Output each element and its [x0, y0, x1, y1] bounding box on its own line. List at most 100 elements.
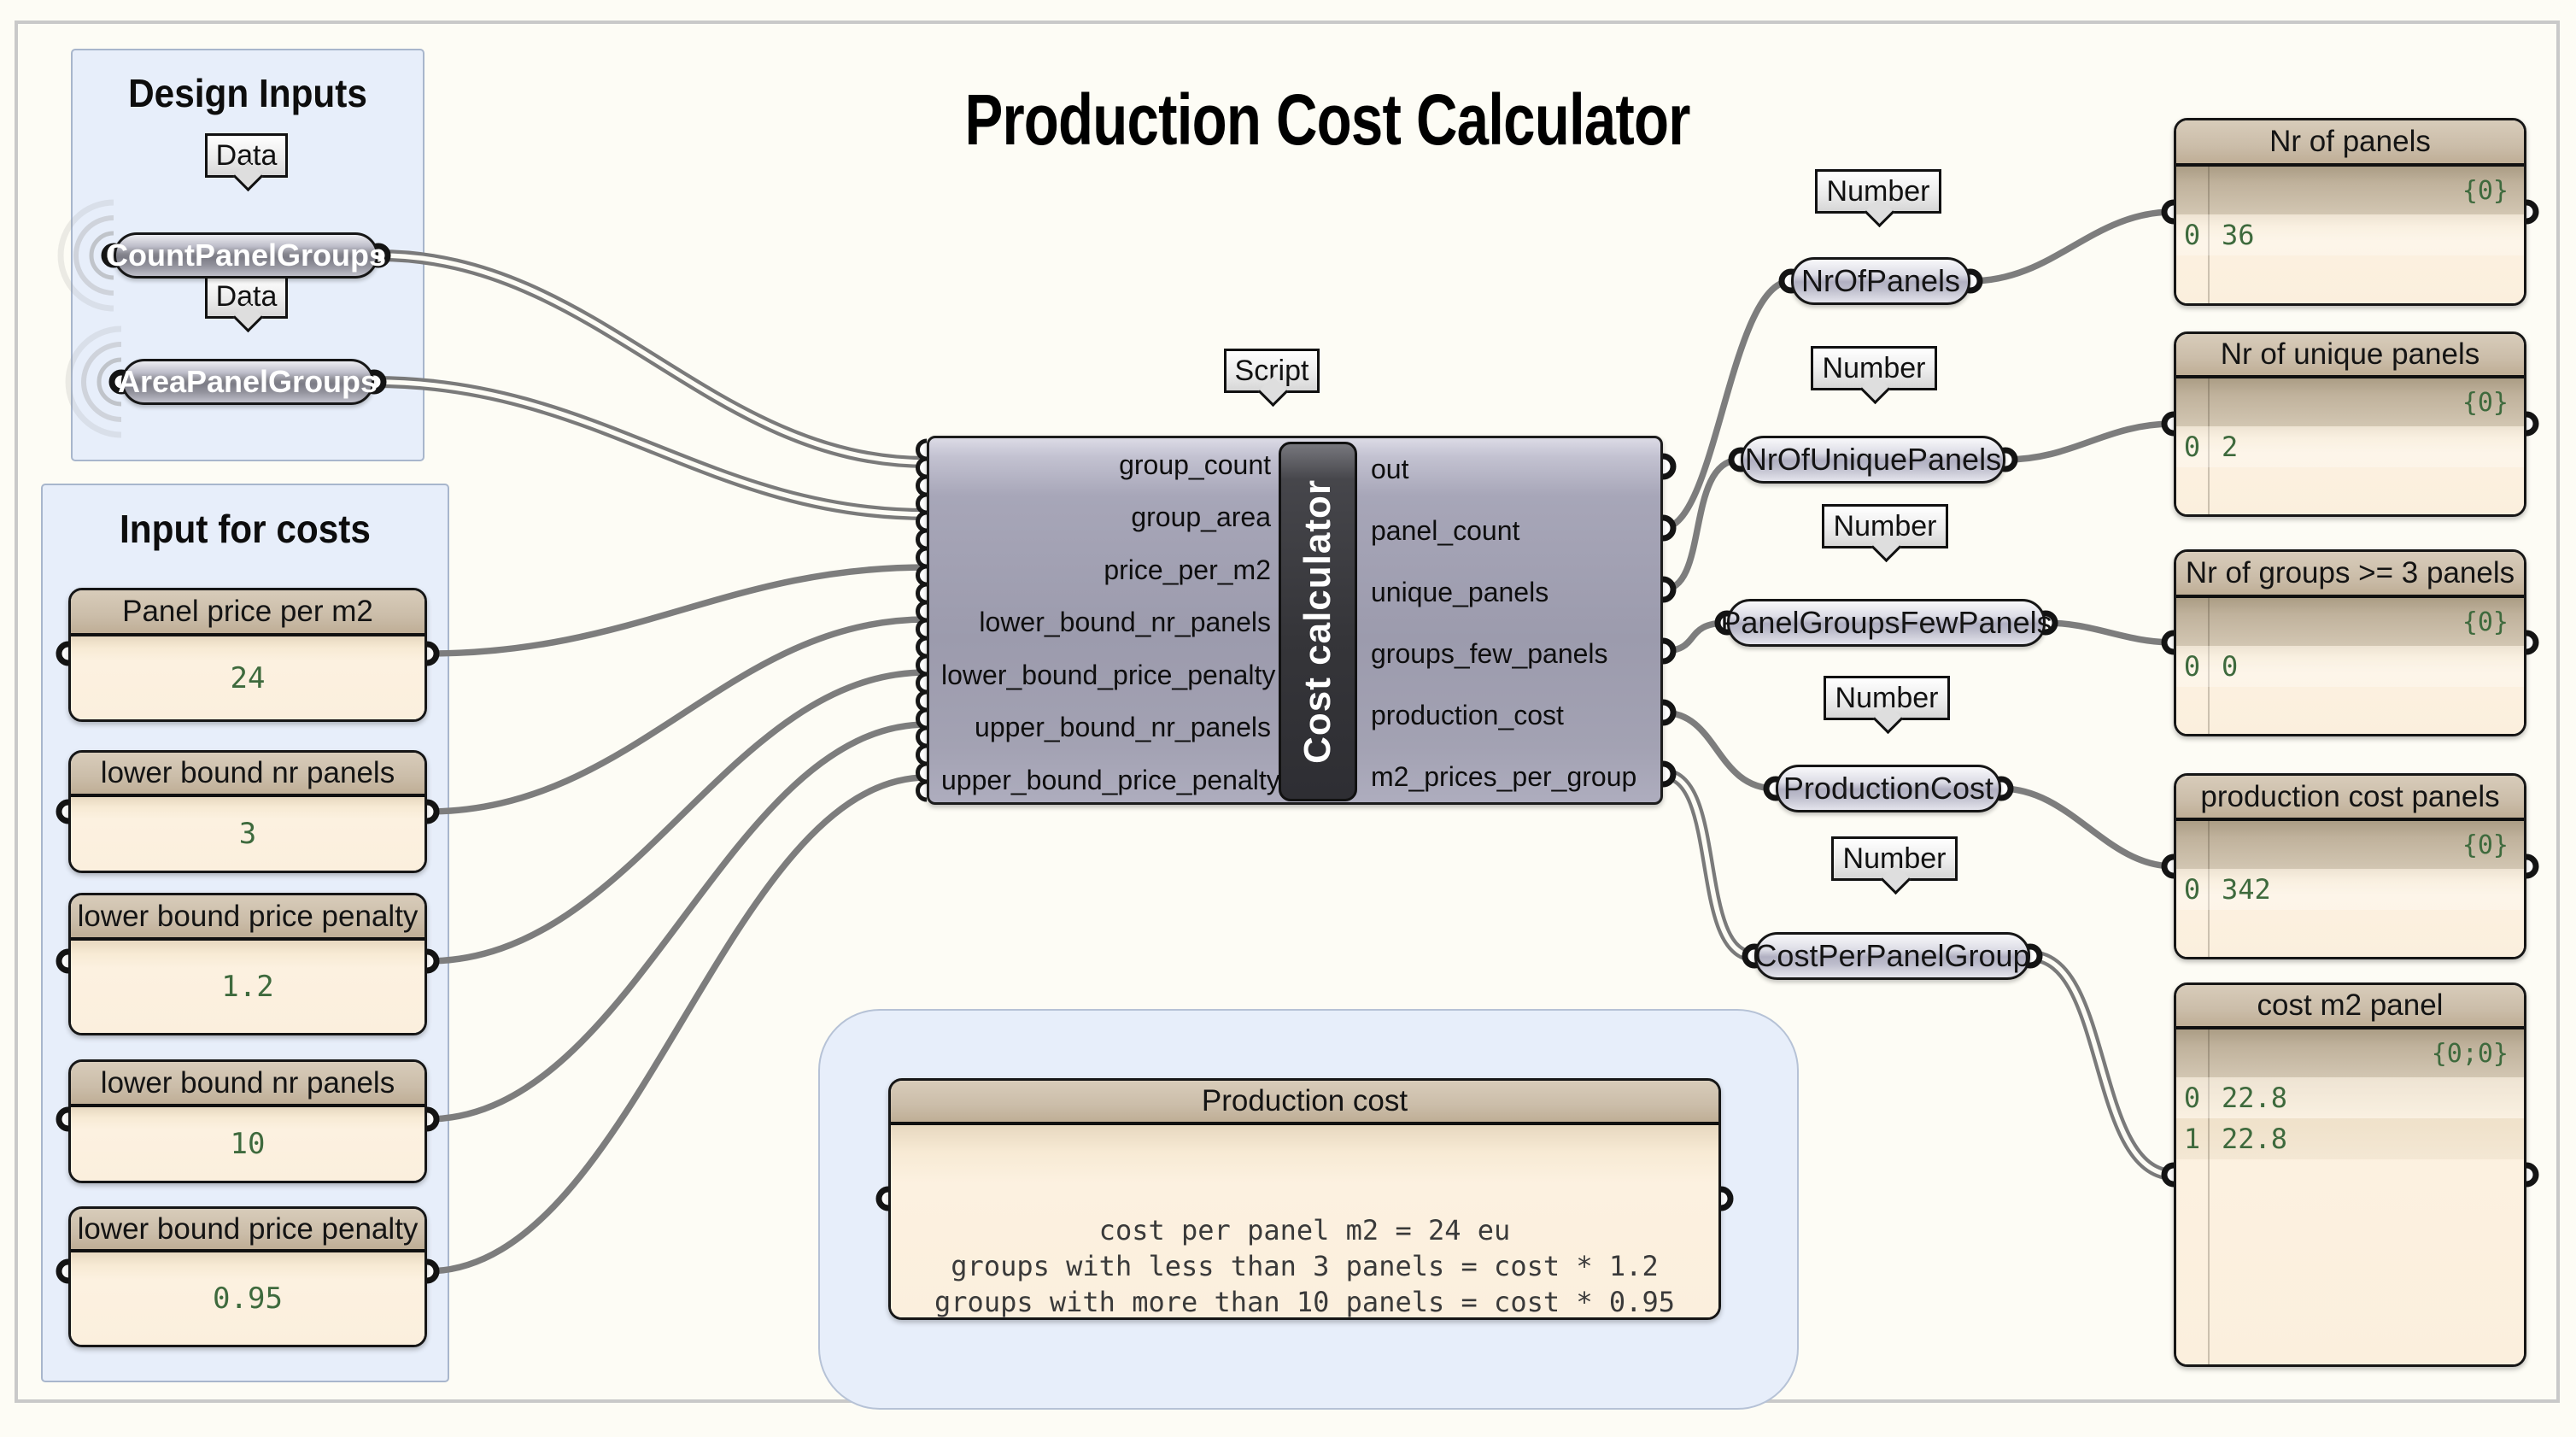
number-tag-label: Number [1822, 351, 1926, 384]
wire-uniquepanels-nrofuniquepanels[interactable] [1660, 456, 1744, 593]
panel-row: 1 22.8 [2176, 1118, 2524, 1159]
script-name-label: Cost calculator [1297, 479, 1338, 764]
slider-upper-bound-price-penalty[interactable]: lower bound price penalty 0.95 [68, 1206, 427, 1347]
wire-m2prices-costperpanelgroup[interactable] [1657, 768, 1760, 962]
panel-title: Nr of panels [2269, 125, 2431, 158]
script-input-label: group_area [1131, 501, 1271, 532]
panel-title: cost m2 panel [2257, 988, 2444, 1022]
row-value: 0 [2222, 650, 2239, 683]
wire-nrofuniquepanels-panel2[interactable] [2002, 420, 2177, 463]
slider-label: lower bound nr panels [100, 1065, 395, 1100]
wire-productioncost-panel4[interactable] [1998, 785, 2177, 870]
slider-value[interactable]: 1.2 [221, 970, 274, 1004]
panel-title-bar: Nr of unique panels [2176, 334, 2524, 378]
slider-upper-bound-nr-panels[interactable]: lower bound nr panels 10 [68, 1059, 427, 1183]
panel-nr-of-panels[interactable]: Nr of panels {0} 0 36 [2174, 118, 2526, 306]
data-path-label: {0} [2462, 387, 2509, 418]
wire-panelcount-nrofpanels[interactable] [1660, 278, 1794, 531]
slider-label: lower bound nr panels [100, 756, 395, 789]
panel-title: Nr of groups >= 3 panels [2185, 556, 2515, 589]
number-tag-3: Number [1822, 504, 1948, 548]
param-areapanelgroups[interactable]: AreaPanelGroups [118, 359, 378, 405]
slider-lower-bound-price-penalty[interactable]: lower bound price penalty 1.2 [68, 893, 427, 1035]
wire-nrofpanels-panel1[interactable] [1967, 208, 2177, 284]
panel-row: 0 36 [2176, 214, 2524, 255]
slider-header: lower bound nr panels [71, 1062, 424, 1107]
slider-value[interactable]: 10 [230, 1127, 266, 1161]
slider-header: lower bound price penalty [71, 1209, 424, 1252]
param-panelgroupsfewpanels[interactable]: PanelGroupsFewPanels [1720, 599, 2052, 647]
slider-header: Panel price per m2 [71, 590, 424, 636]
script-input-label: lower_bound_nr_panels [979, 607, 1271, 637]
row-index: 0 [2183, 873, 2201, 906]
slider-panel-price-per-m2[interactable]: Panel price per m2 24 [68, 588, 427, 722]
param-nrofuniquepanels[interactable]: NrOfUniquePanels [1741, 436, 2005, 484]
data-tag-2: Data [205, 274, 288, 319]
param-productioncost[interactable]: ProductionCost [1776, 765, 2001, 812]
wireless-arcs-countpanelgroups [57, 199, 114, 312]
note-line: groups with more than 10 panels = cost *… [934, 1286, 1675, 1318]
slider-value[interactable]: 3 [238, 817, 257, 851]
number-tag-5: Number [1831, 836, 1958, 881]
wire-countpanelgroups-groupcount[interactable] [372, 249, 933, 468]
slider-value[interactable]: 24 [230, 660, 266, 695]
panel-production-cost-panels[interactable]: production cost panels {0} 0 342 [2174, 773, 2526, 959]
script-name-bar[interactable]: Cost calculator [1279, 442, 1357, 801]
param-label: AreaPanelGroups [117, 364, 378, 399]
script-input-label: lower_bound_price_penalty [941, 660, 1276, 690]
row-value: 342 [2222, 873, 2271, 906]
wire-slider2-lowerboundnr[interactable] [424, 616, 930, 815]
row-index: 0 [2183, 1082, 2201, 1114]
slider-lower-bound-nr-panels[interactable]: lower bound nr panels 3 [68, 750, 427, 873]
input-for-costs-title: Input for costs [120, 507, 371, 551]
script-input-label: price_per_m2 [1104, 554, 1271, 585]
number-tag-label: Number [1833, 509, 1937, 543]
index-divider [2208, 598, 2210, 734]
row-value: 36 [2222, 219, 2255, 251]
data-path-label: {0;0} [2431, 1038, 2509, 1069]
wire-slider5-upperboundpenalty[interactable] [424, 774, 930, 1275]
row-index: 1 [2183, 1123, 2201, 1155]
panel-production-cost-note[interactable]: Production cost cost per panel m2 = 24 e… [888, 1078, 1721, 1320]
panel-row: 0 22.8 [2176, 1077, 2524, 1118]
param-label: NrOfUniquePanels [1744, 442, 2002, 477]
panel-cost-m2-panel[interactable]: cost m2 panel {0;0} 0 22.8 1 22.8 [2174, 982, 2526, 1367]
wire-slider3-lowerboundpenalty[interactable] [424, 669, 930, 965]
wire-areapanelgroups-grouparea[interactable] [368, 376, 933, 520]
panel-title-bar: cost m2 panel [2176, 985, 2524, 1029]
wire-productioncost-productioncostparam[interactable] [1660, 709, 1779, 792]
slider-value[interactable]: 0.95 [213, 1282, 283, 1316]
param-costperpanelgroup[interactable]: CostPerPanelGroup [1754, 932, 2030, 980]
note-text: cost per panel m2 = 24 eu groups with le… [891, 1212, 1718, 1318]
panel-row: 0 0 [2176, 646, 2524, 687]
param-label: PanelGroupsFewPanels [1720, 605, 2052, 640]
panel-data-path: {0} [2176, 598, 2524, 646]
panel-title-bar: Nr of panels [2176, 120, 2524, 167]
panel-nr-of-groups-3-panels[interactable]: Nr of groups >= 3 panels {0} 0 0 [2174, 549, 2526, 736]
row-value: 2 [2222, 431, 2239, 463]
param-nrofpanels[interactable]: NrOfPanels [1791, 257, 1970, 305]
script-output-label: out [1371, 454, 1409, 484]
wire-costperpanelgroup-costm2panel[interactable] [2024, 950, 2180, 1181]
number-tag-label: Number [1842, 842, 1947, 875]
row-value: 22.8 [2222, 1082, 2288, 1114]
data-tag-label: Data [215, 138, 278, 172]
panel-nr-of-unique-panels[interactable]: Nr of unique panels {0} 0 2 [2174, 331, 2526, 517]
row-index: 0 [2183, 650, 2201, 683]
panel-data-path: {0} [2176, 821, 2524, 869]
param-label: CostPerPanelGroup [1754, 938, 2030, 973]
param-countpanelgroups[interactable]: CountPanelGroups [106, 232, 386, 279]
script-output-label: m2_prices_per_group [1371, 761, 1637, 792]
index-divider [2208, 1029, 2210, 1364]
data-tag-label: Data [215, 279, 278, 313]
script-output-label: panel_count [1371, 515, 1520, 546]
slider-header: lower bound nr panels [71, 753, 424, 797]
wire-slider4-upperboundnr[interactable] [424, 721, 930, 1123]
panel-title-bar: Nr of groups >= 3 panels [2176, 552, 2524, 598]
wire-slider1-pricem2[interactable] [424, 564, 930, 657]
panel-row: 0 342 [2176, 869, 2524, 910]
data-path-label: {0} [2462, 830, 2509, 860]
wire-panelgroupsfew-panel3[interactable] [2042, 619, 2177, 646]
script-component-cost-calculator[interactable]: Cost calculator group_count group_area p… [927, 436, 1663, 805]
